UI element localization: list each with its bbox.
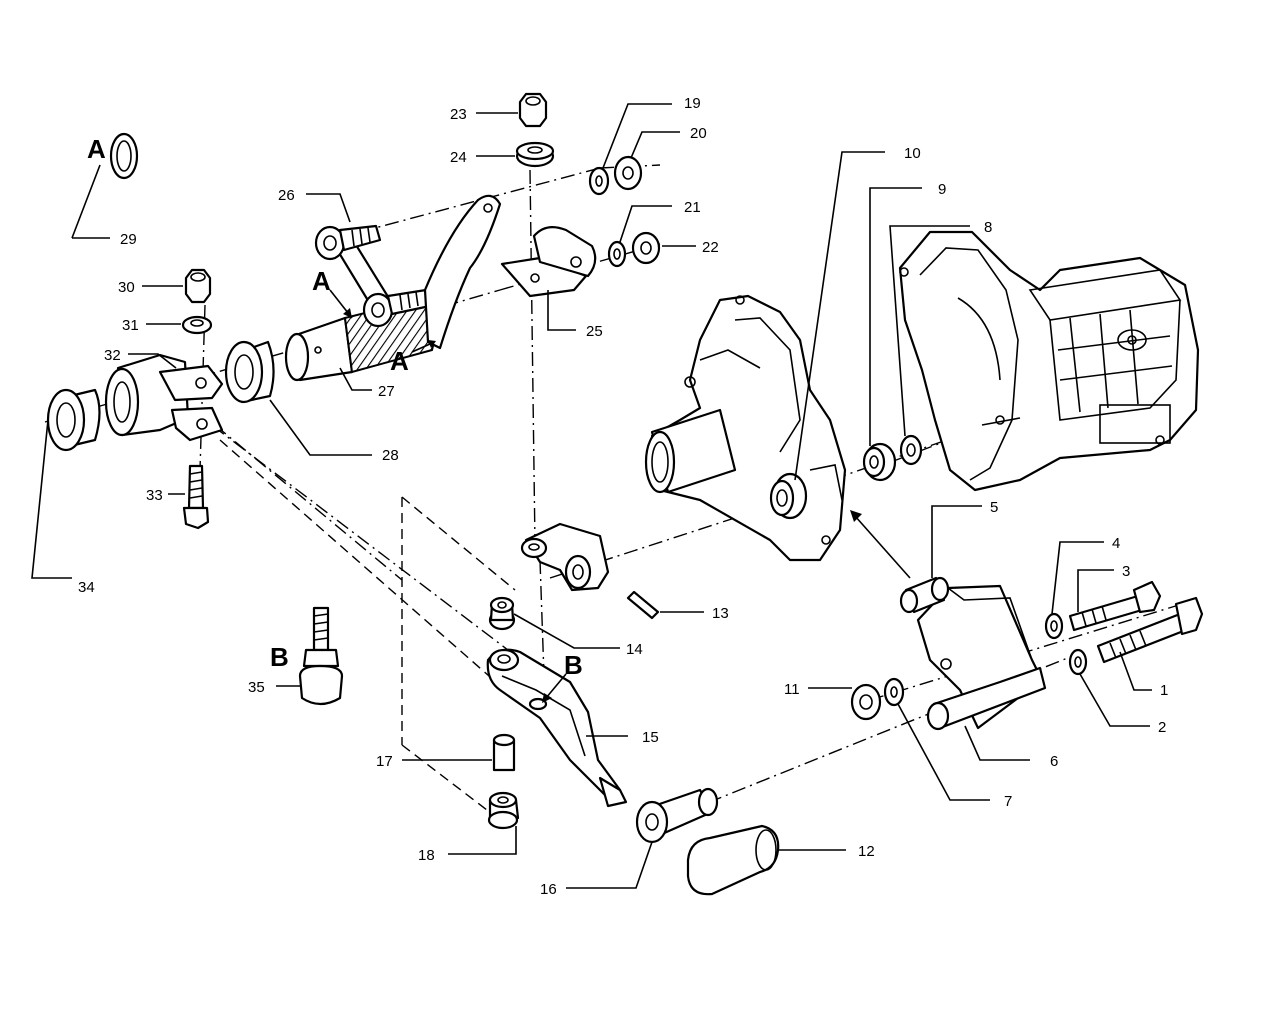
label-7: 7 xyxy=(1004,793,1012,810)
lever-part-15 xyxy=(486,648,628,808)
label-18: 18 xyxy=(418,847,435,864)
label-9: 9 xyxy=(938,181,946,198)
nut-part-30 xyxy=(142,268,212,304)
label-26: 26 xyxy=(278,187,295,204)
part-number-labels: 1 2 3 4 5 6 7 8 9 10 11 12 13 14 15 16 1… xyxy=(78,95,1168,898)
label-4: 4 xyxy=(1112,535,1120,552)
label-20: 20 xyxy=(690,125,707,142)
letter-b-lever: B xyxy=(564,650,583,680)
washer-part-7 xyxy=(883,677,990,801)
label-16: 16 xyxy=(540,881,557,898)
o-ring-part-29 xyxy=(71,132,139,239)
nut-part-11 xyxy=(808,683,882,721)
label-34: 34 xyxy=(78,579,95,596)
washer-part-4 xyxy=(1044,541,1104,640)
letter-b-stud: B xyxy=(270,642,289,672)
mount-bracket-part-32 xyxy=(104,353,224,442)
bolt-part-33 xyxy=(168,464,210,530)
nut-part-20 xyxy=(613,131,680,191)
assembly-arrow xyxy=(850,510,911,579)
washer-part-24 xyxy=(476,141,555,168)
label-24: 24 xyxy=(450,149,467,166)
label-33: 33 xyxy=(146,487,163,504)
label-35: 35 xyxy=(248,679,265,696)
bushing-part-28 xyxy=(224,340,372,456)
bolt-part-1 xyxy=(1096,596,1204,691)
nut-part-23 xyxy=(476,92,548,128)
bolt-part-3 xyxy=(1068,569,1162,632)
label-12: 12 xyxy=(858,843,875,860)
boot-part-12 xyxy=(686,824,846,896)
label-17: 17 xyxy=(376,753,393,770)
label-19: 19 xyxy=(684,95,701,112)
label-2: 2 xyxy=(1158,719,1166,736)
pin-part-13 xyxy=(626,590,704,620)
letter-a-29: A xyxy=(87,134,106,164)
label-5: 5 xyxy=(990,499,998,516)
label-30: 30 xyxy=(118,279,135,296)
letter-a-shaft-top: A xyxy=(312,266,331,296)
washer-part-21 xyxy=(607,205,672,268)
washer-part-2 xyxy=(1068,648,1150,727)
selector-arm xyxy=(520,522,610,592)
stud-part-35 xyxy=(276,606,344,706)
label-25: 25 xyxy=(586,323,603,340)
label-22: 22 xyxy=(702,239,719,256)
label-8: 8 xyxy=(984,219,992,236)
label-27: 27 xyxy=(378,383,395,400)
gearbox-front-housing xyxy=(644,151,885,562)
label-15: 15 xyxy=(642,729,659,746)
seal-part-9 xyxy=(862,187,922,482)
nut-part-22 xyxy=(631,231,696,265)
bushing-part-14 xyxy=(488,596,620,649)
label-32: 32 xyxy=(104,347,121,364)
bushing-part-5 xyxy=(899,505,982,614)
bushing-part-34 xyxy=(31,388,101,579)
curved-selector-arm xyxy=(423,194,502,350)
label-6: 6 xyxy=(1050,753,1058,770)
label-23: 23 xyxy=(450,106,467,123)
bushing-part-18 xyxy=(448,791,520,855)
pin-part-17 xyxy=(402,733,516,772)
label-14: 14 xyxy=(626,641,643,658)
bracket-part-25 xyxy=(500,225,597,331)
mount-part-6 xyxy=(916,584,1047,761)
detail-letters: A A A B B xyxy=(87,134,583,680)
label-13: 13 xyxy=(712,605,729,622)
shift-shaft-part-27 xyxy=(284,296,436,391)
label-31: 31 xyxy=(122,317,139,334)
label-28: 28 xyxy=(382,447,399,464)
letter-a-shaft-bottom: A xyxy=(390,346,409,376)
washer-part-31 xyxy=(146,315,213,335)
shift-lever-part-26 xyxy=(306,193,432,328)
label-1: 1 xyxy=(1160,682,1168,699)
rod-end-part-16 xyxy=(566,787,719,889)
detail-markers xyxy=(329,289,567,703)
label-11: 11 xyxy=(784,681,800,698)
label-10: 10 xyxy=(904,145,921,162)
label-3: 3 xyxy=(1122,563,1130,580)
washer-part-8 xyxy=(889,225,970,466)
label-21: 21 xyxy=(684,199,701,216)
washer-part-19 xyxy=(588,103,672,196)
label-29: 29 xyxy=(120,231,137,248)
gearbox-main-casing xyxy=(898,230,1200,492)
